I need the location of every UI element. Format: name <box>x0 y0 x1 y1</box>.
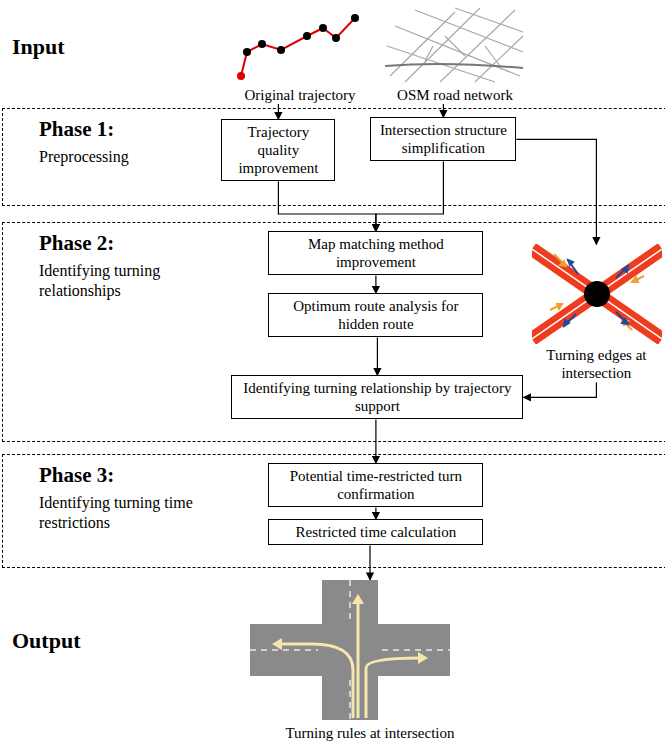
flow-arrow <box>369 545 370 580</box>
flow-arrow <box>376 161 444 231</box>
illustration-node: Original trajectory <box>235 6 365 104</box>
process-box: Identifying turning relationship by traj… <box>231 375 523 419</box>
process-box: Trajectory quality improvement <box>221 119 335 181</box>
process-label: Restricted time calculation <box>275 523 476 541</box>
phase-region: Phase 1: Preprocessing Trajectory quality … <box>2 108 665 206</box>
phase-description: Preprocessing <box>39 147 214 167</box>
road-network-illustration <box>385 6 525 84</box>
flow-arrow <box>278 104 279 119</box>
flow-arrow <box>278 181 376 231</box>
process-label: Potential time-restricted turn confirmat… <box>275 467 476 503</box>
process-label: Trajectory quality improvement <box>228 123 328 177</box>
trajectory-illustration <box>235 6 365 84</box>
illustration-caption: Original trajectory <box>235 86 365 104</box>
process-box: Intersection structure simplification <box>370 117 516 161</box>
illustration-caption: OSM road network <box>385 86 525 104</box>
process-box: Restricted time calculation <box>268 519 483 545</box>
intersection-illustration <box>532 244 662 344</box>
phase-region: Phase 2: Identifying turning relationship… <box>2 222 665 442</box>
process-box: Optimum route analysis for hidden route <box>268 293 483 337</box>
section-label: Output <box>12 628 80 654</box>
turning-rules-illustration <box>250 580 450 720</box>
flow-arrow <box>375 275 376 293</box>
process-label: Identifying turning relationship by traj… <box>238 379 516 415</box>
phase-description: Identifying turning relationships <box>39 261 214 301</box>
illustration-caption: Turning rules at intersection <box>250 724 490 742</box>
flow-arrow <box>443 104 444 117</box>
illustration-node: Turning rules at intersection <box>250 580 490 742</box>
phase-heading: Phase 3: <box>39 463 114 488</box>
process-label: Map matching method improvement <box>275 235 476 271</box>
phase-region: Phase 3: Identifying turning time restric… <box>2 454 665 568</box>
flow-arrow <box>375 507 376 519</box>
illustration-caption: Turning edges at intersection <box>532 346 660 382</box>
illustration-node: OSM road network <box>385 6 525 104</box>
phase-description: Identifying turning time restrictions <box>39 493 214 533</box>
process-label: Intersection structure simplification <box>377 121 509 157</box>
flow-arrow <box>523 382 596 397</box>
phase-heading: Phase 1: <box>39 117 114 142</box>
process-box: Map matching method improvement <box>268 231 483 275</box>
section-label: Input <box>12 34 65 60</box>
flow-arrow <box>377 337 378 375</box>
process-label: Optimum route analysis for hidden route <box>275 297 476 333</box>
illustration-node: Turning edges at intersection <box>532 244 660 382</box>
process-box: Potential time-restricted turn confirmat… <box>268 463 483 507</box>
phase-heading: Phase 2: <box>39 231 114 256</box>
flow-arrow <box>516 139 596 244</box>
